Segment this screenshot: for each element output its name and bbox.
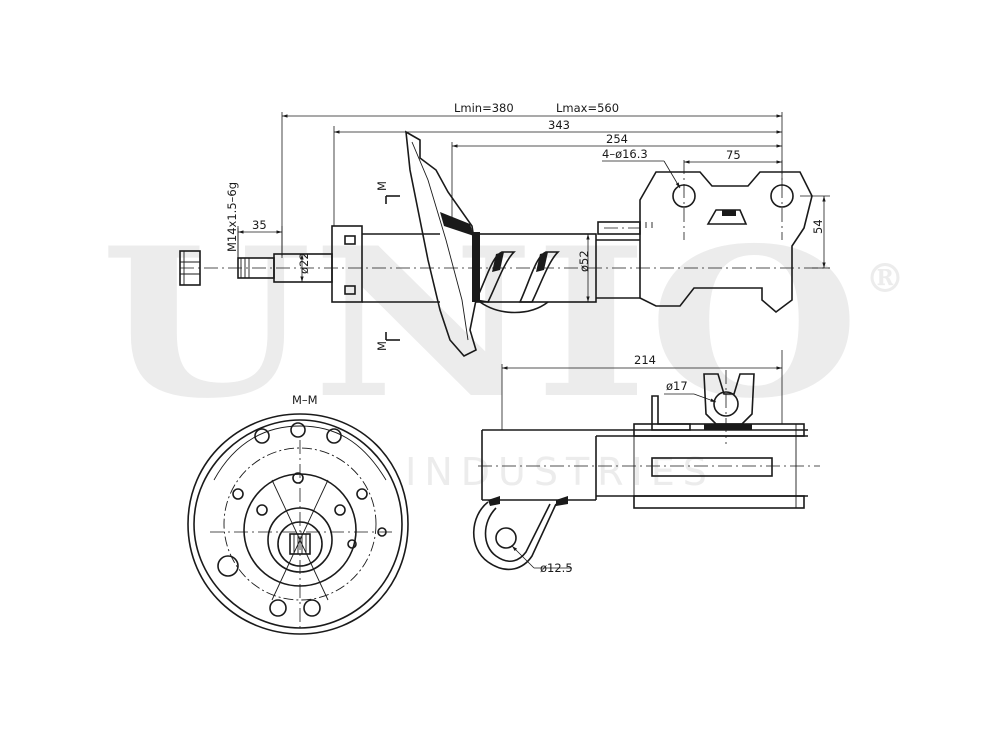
section-mark-top: M (375, 181, 389, 191)
dim-254: 254 (606, 132, 628, 146)
lower-view: 214 ø17 ø12.5 (473, 350, 820, 575)
dim-343: 343 (548, 118, 570, 132)
dim-slot-dia: ø17 (666, 379, 688, 393)
dim-lmin: Lmin=380 (454, 101, 514, 115)
dim-thread: M14x1.5–6g (225, 182, 239, 252)
dim-holes: 4–ø16.3 (602, 147, 648, 161)
section-label: M–M (292, 393, 318, 407)
dim-lmax: Lmax=560 (556, 101, 619, 115)
section-mark-bottom: M (375, 341, 389, 351)
section-view: M–M (187, 393, 409, 635)
dim-rod-dia: ø22 (297, 252, 311, 274)
nut-icon (179, 250, 201, 286)
dim-35: 35 (252, 218, 267, 232)
dim-75: 75 (726, 148, 741, 162)
dim-body-dia: ø52 (577, 250, 591, 272)
watermark: UNIO INDUSTRIES ® (100, 204, 905, 494)
dim-54: 54 (811, 219, 825, 234)
dim-eye-dia: ø12.5 (540, 561, 573, 575)
side-view: M M (179, 130, 830, 357)
watermark-registered-icon: ® (865, 255, 905, 302)
dim-214: 214 (634, 353, 656, 367)
dimensions: Lmin=380 Lmax=560 343 254 4–ø16.3 75 54 … (225, 101, 830, 302)
watermark-sub: INDUSTRIES (405, 450, 715, 494)
